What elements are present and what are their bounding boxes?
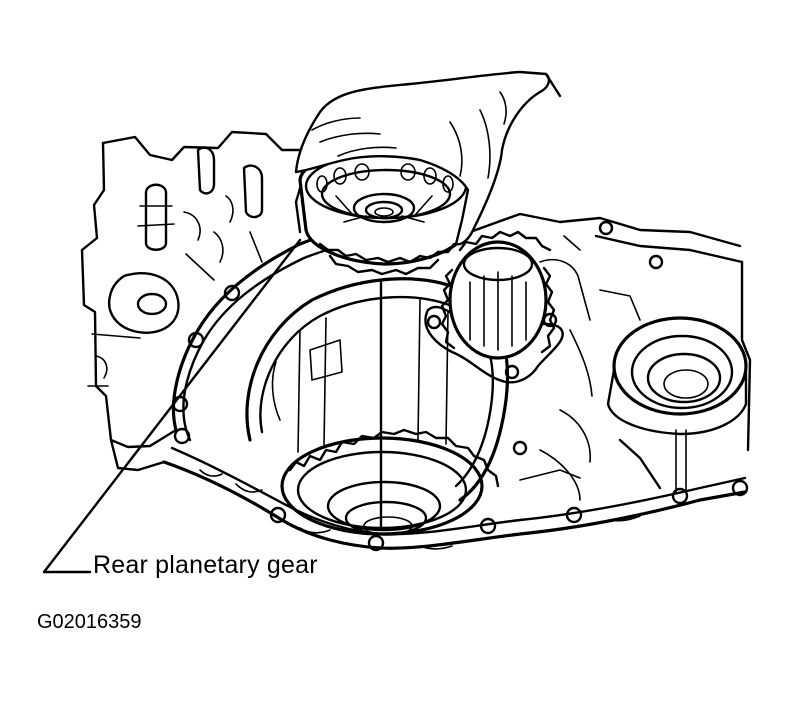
figure-id: G02016359 (37, 611, 142, 633)
callout-leader (42, 238, 383, 574)
rear-planetary-gear-label: Rear planetary gear (93, 551, 318, 579)
drive-gear (424, 230, 564, 384)
hand (294, 70, 562, 246)
case-housing-right (468, 212, 752, 501)
case-housing-left (80, 130, 306, 472)
flange-bolt-holes (171, 220, 749, 552)
